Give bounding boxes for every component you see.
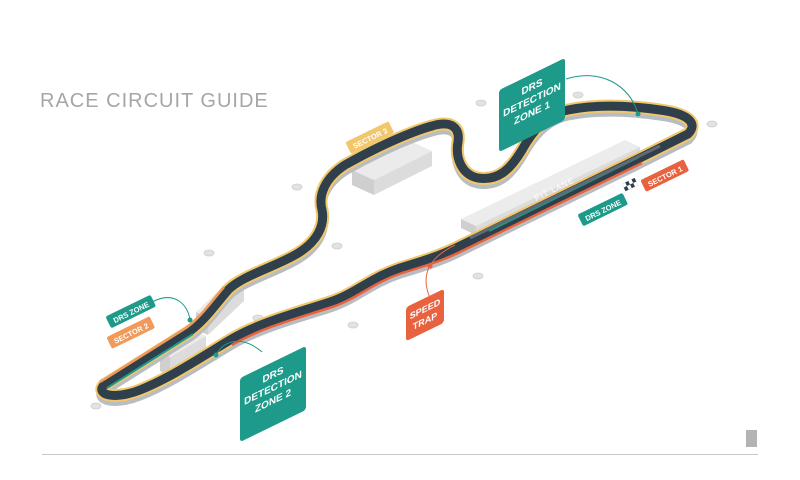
marker-dot-icon <box>203 249 215 257</box>
page-title: RACE CIRCUIT GUIDE <box>40 90 269 112</box>
connector-drs1 <box>565 75 639 115</box>
sector2-stripe <box>99 286 225 384</box>
sector1-stripe <box>231 161 643 347</box>
drs-detection-zone-1-tag: DRS DETECTION ZONE 1 <box>499 59 565 151</box>
marker-dot-icon <box>90 402 102 410</box>
marker-dot-icon <box>472 272 484 280</box>
pit-lane-road <box>469 144 661 240</box>
marker-dot-icon <box>706 120 718 128</box>
marker-dot-icon <box>331 242 343 250</box>
marker-dot-icon <box>291 183 303 191</box>
drs-zone-right-tag: DRS ZONE <box>578 193 628 226</box>
marker-dot-icon <box>347 321 359 329</box>
drs-stripe-left <box>106 333 194 389</box>
building-sector3 <box>352 141 432 195</box>
connector-drs-left <box>151 297 191 321</box>
checkered-flag-icon <box>622 177 639 192</box>
speed-trap-tag: SPEED TRAP <box>406 289 444 341</box>
marker-dot-icon <box>475 99 487 107</box>
footer-mark <box>746 430 757 447</box>
connector-drs2 <box>215 341 263 356</box>
marker-dot-icon <box>572 91 584 99</box>
drs-detection-zone-2-tag: DRS DETECTION ZONE 2 <box>240 347 306 441</box>
footer-divider <box>42 454 758 455</box>
